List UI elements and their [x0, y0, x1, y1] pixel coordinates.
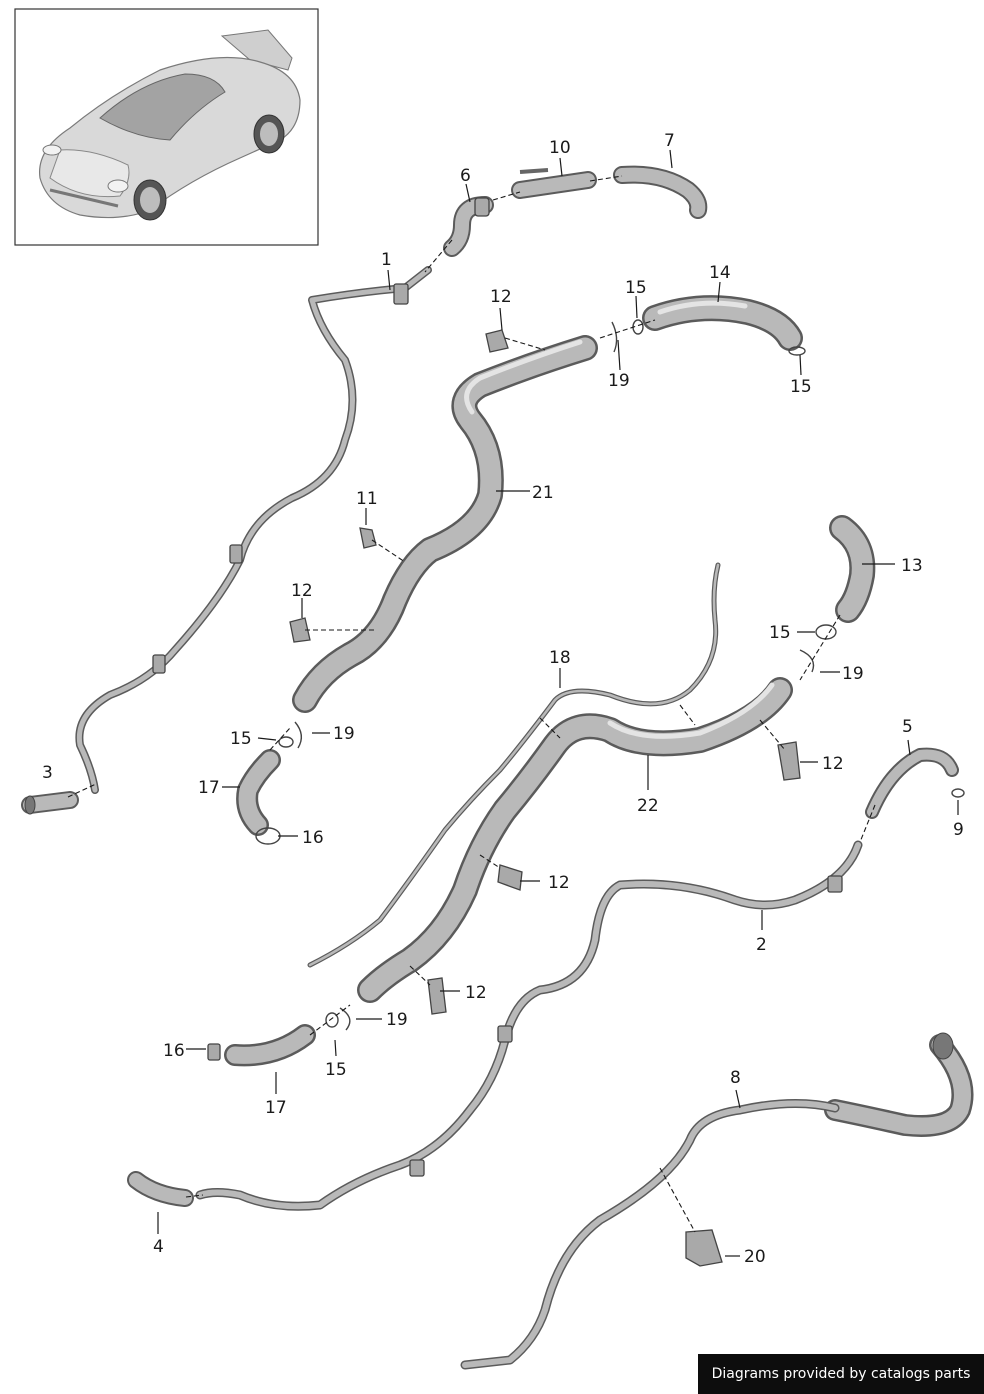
clamp-16-lower [207, 1043, 221, 1061]
callout-9: 9 [953, 820, 964, 840]
callout-3: 3 [42, 763, 53, 783]
bracket-12-a [485, 329, 509, 353]
callout-15-c: 15 [230, 729, 252, 749]
clamp-19-a [611, 321, 618, 353]
connector-4 [127, 1171, 194, 1207]
callout-12-e: 12 [465, 983, 487, 1003]
callout-11: 11 [356, 489, 378, 509]
callout-15-a: 15 [625, 278, 647, 298]
car-inset [14, 8, 319, 246]
callout-12-c: 12 [822, 754, 844, 774]
oring-15-d [815, 624, 837, 640]
bracket-12-e [427, 977, 447, 1015]
hose-14 [642, 295, 803, 351]
clamp-19-b [294, 721, 303, 749]
callout-19-d: 19 [386, 1010, 408, 1030]
callout-12-a: 12 [490, 287, 512, 307]
hose-17-upper [236, 749, 281, 836]
callout-15-d: 15 [769, 623, 791, 643]
callout-12-d: 12 [548, 873, 570, 893]
hose-6 [443, 196, 494, 257]
hose-22 [357, 677, 793, 1003]
callout-7: 7 [664, 131, 675, 151]
pipe-2 [195, 840, 863, 1211]
ring-9 [951, 788, 965, 798]
pipe-10 [511, 168, 597, 199]
car-illustration [38, 29, 301, 221]
hose-13 [829, 515, 876, 623]
credit-banner: Diagrams provided by catalogs parts [698, 1354, 984, 1394]
clip-11 [359, 527, 377, 549]
callout-5: 5 [902, 717, 913, 737]
clamp-16-upper [255, 827, 281, 845]
callout-17-b: 17 [265, 1098, 287, 1118]
pipe-8 [460, 1032, 974, 1370]
assembly-lines [67, 175, 876, 1233]
callout-8: 8 [730, 1068, 741, 1088]
bracket-12-c [777, 741, 801, 781]
bracket-20 [685, 1229, 723, 1267]
bracket-12-d [497, 864, 523, 891]
callout-19-a: 19 [608, 371, 630, 391]
pipe-1 [75, 266, 432, 794]
callout-13: 13 [901, 556, 923, 576]
line-18 [307, 562, 721, 968]
callout-19-b: 19 [333, 724, 355, 744]
callout-14: 14 [709, 263, 731, 283]
callout-16-a: 16 [302, 828, 324, 848]
bracket-12-b [289, 617, 311, 643]
hose-5 [865, 747, 959, 819]
callout-15-e: 15 [325, 1060, 347, 1080]
connector-3 [21, 791, 79, 815]
callout-2: 2 [756, 935, 767, 955]
oring-15-e [325, 1012, 339, 1028]
callout-1: 1 [381, 250, 392, 270]
callout-15-b: 15 [790, 377, 812, 397]
clamp-19-c [799, 649, 815, 673]
callout-12-b: 12 [291, 581, 313, 601]
callout-22: 22 [637, 796, 659, 816]
leader-lines [157, 149, 959, 1257]
oring-15-c [278, 736, 294, 748]
callout-16-b: 16 [163, 1041, 185, 1061]
callout-17-a: 17 [198, 778, 220, 798]
callout-18: 18 [549, 648, 571, 668]
callout-10: 10 [549, 138, 571, 158]
clamp-19-d [339, 1007, 351, 1031]
callout-19-c: 19 [842, 664, 864, 684]
hose-7 [613, 165, 708, 219]
callout-21: 21 [532, 483, 554, 503]
callout-20: 20 [744, 1247, 766, 1267]
callout-4: 4 [153, 1237, 164, 1257]
callout-6: 6 [460, 166, 471, 186]
oring-15-b [788, 346, 806, 356]
hose-21 [292, 335, 598, 713]
callout-labels: 1 2 3 4 5 6 7 8 9 10 11 12 12 12 12 12 1… [42, 131, 964, 1267]
hose-17-lower [224, 1024, 316, 1067]
